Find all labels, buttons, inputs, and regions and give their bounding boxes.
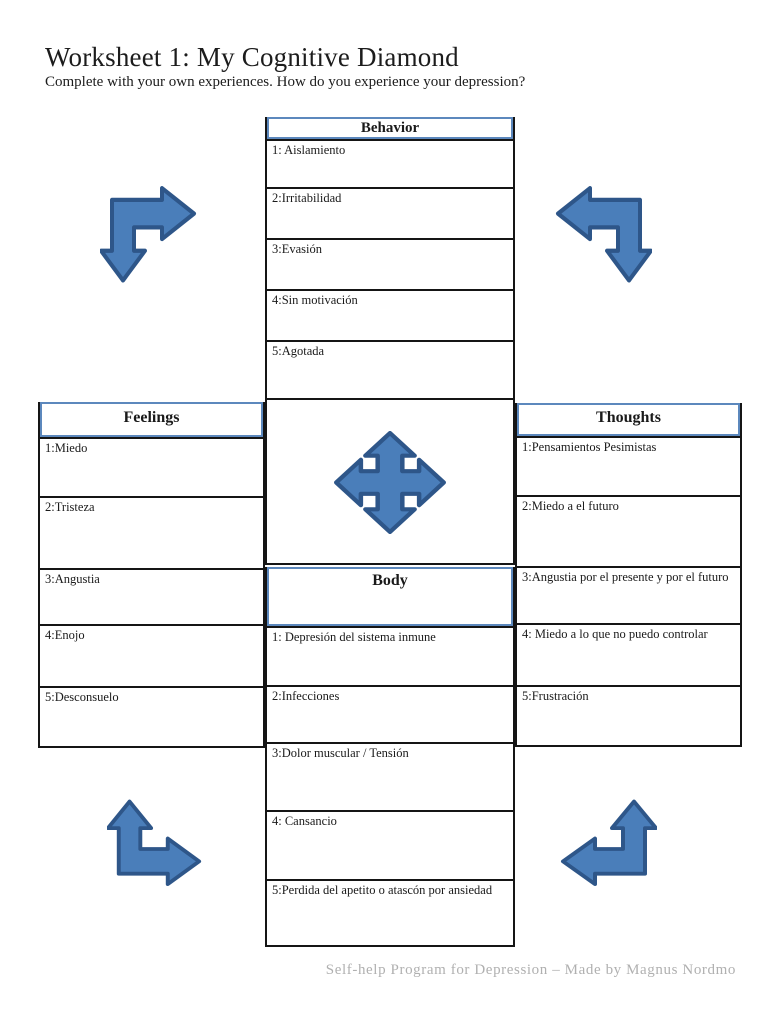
page-title: Worksheet 1: My Cognitive Diamond (45, 42, 459, 72)
bent-arrow-left-down-icon (556, 186, 652, 283)
body-box: Body 1: Depresión del sistema inmune 2:I… (265, 567, 515, 947)
bent-arrow-up-left-icon (561, 799, 657, 887)
feelings-title: Feelings (40, 402, 263, 437)
behavior-box: Behavior 1: Aislamiento 2:Irritabilidad … (265, 117, 515, 400)
feelings-rows: 1:Miedo 2:Tristeza 3:Angustia 4:Enojo 5:… (40, 437, 263, 749)
thoughts-item-4: 4: Miedo a lo que no puedo controlar (517, 625, 740, 687)
center-cell (265, 399, 515, 565)
footer-credit: Self-help Program for Depression – Made … (325, 962, 736, 978)
behavior-title: Behavior (267, 117, 513, 139)
thoughts-title: Thoughts (517, 403, 740, 436)
thoughts-box: Thoughts 1:Pensamientos Pesimistas 2:Mie… (515, 403, 742, 747)
body-rows: 1: Depresión del sistema inmune 2:Infecc… (267, 626, 513, 946)
feelings-item-4: 4:Enojo (40, 626, 263, 688)
thoughts-item-2: 2:Miedo a el futuro (517, 497, 740, 568)
feelings-item-5: 5:Desconsuelo (45, 690, 119, 704)
behavior-item-1: 1: Aislamiento (267, 141, 513, 189)
body-item-4: 4: Cansancio (267, 812, 513, 881)
body-item-5: 5:Perdida del apetito o atascón por ansi… (272, 883, 493, 897)
body-item-2: 2:Infecciones (267, 687, 513, 744)
bent-arrow-up-right-icon (107, 799, 202, 887)
thoughts-item-1: 1:Pensamientos Pesimistas (517, 438, 740, 497)
feelings-item-1: 1:Miedo (40, 439, 263, 498)
bent-arrow-right-down-icon (100, 186, 196, 283)
body-title: Body (267, 567, 513, 626)
page-subtitle: Complete with your own experiences. How … (45, 74, 526, 90)
body-item-3: 3:Dolor muscular / Tensión (267, 744, 513, 812)
behavior-rows: 1: Aislamiento 2:Irritabilidad 3:Evasión… (267, 139, 513, 399)
feelings-box: Feelings 1:Miedo 2:Tristeza 3:Angustia 4… (38, 402, 265, 748)
body-item-1: 1: Depresión del sistema inmune (267, 628, 513, 687)
behavior-item-3: 3:Evasión (267, 240, 513, 291)
thoughts-rows: 1:Pensamientos Pesimistas 2:Miedo a el f… (517, 436, 740, 747)
behavior-item-4: 4:Sin motivación (267, 291, 513, 342)
behavior-item-2: 2:Irritabilidad (267, 189, 513, 240)
behavior-item-5: 5:Agotada (272, 344, 325, 358)
feelings-item-3: 3:Angustia (40, 570, 263, 626)
thoughts-item-3: 3:Angustia por el presente y por el futu… (517, 568, 740, 625)
thoughts-item-5: 5:Frustración (522, 689, 589, 703)
feelings-item-2: 2:Tristeza (40, 498, 263, 570)
four-way-arrow-icon (334, 431, 446, 534)
